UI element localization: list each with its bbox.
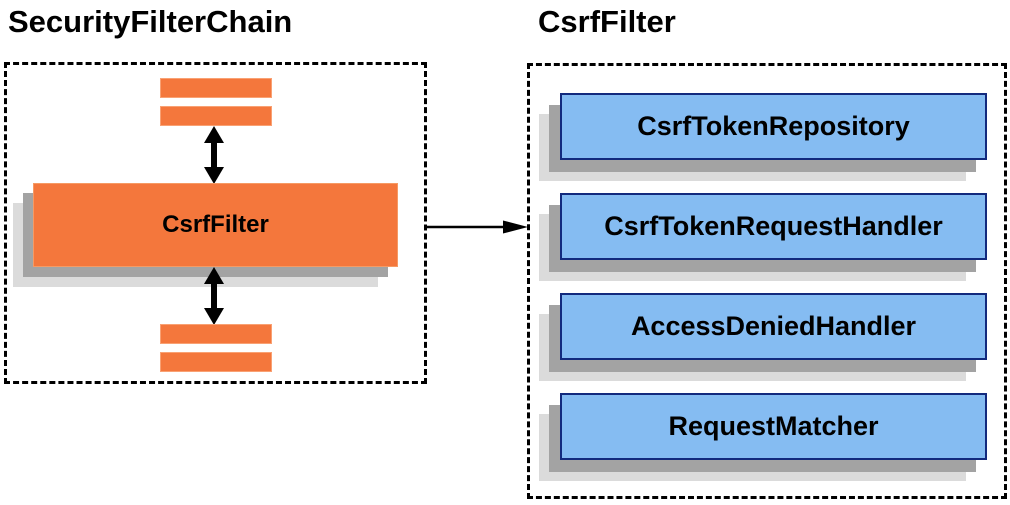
security-filter-chain-box: CsrfFilter <box>4 62 427 384</box>
csrf-filter-node: CsrfFilter <box>33 183 398 267</box>
arrow-right-icon <box>424 220 528 234</box>
bidirectional-arrow-bottom <box>196 267 232 325</box>
right-panel-title: CsrfFilter <box>538 4 676 39</box>
filter-placeholder-bar <box>160 324 272 344</box>
filter-placeholder-bar <box>160 106 272 126</box>
csrf-filter-node-label: CsrfFilter <box>162 211 269 238</box>
component-label: RequestMatcher <box>668 411 879 441</box>
double-arrow-icon <box>204 267 224 325</box>
filter-placeholder-bar <box>160 78 272 98</box>
component-box-csrf-token-repository: CsrfTokenRepository <box>560 93 987 160</box>
component-box-request-matcher: RequestMatcher <box>560 393 987 460</box>
left-panel-title: SecurityFilterChain <box>8 4 293 39</box>
component-label: CsrfTokenRequestHandler <box>604 211 943 241</box>
double-arrow-icon <box>204 126 224 184</box>
component-label: AccessDeniedHandler <box>630 311 917 341</box>
bidirectional-arrow-top <box>196 126 232 184</box>
csrf-filter-to-components-arrow <box>424 219 528 235</box>
component-box-csrf-token-request-handler: CsrfTokenRequestHandler <box>560 193 987 260</box>
filter-placeholder-bar <box>160 352 272 372</box>
csrf-filter-components-box: CsrfTokenRepository CsrfTokenRequestHand… <box>527 63 1007 499</box>
component-label: CsrfTokenRepository <box>637 111 910 141</box>
component-box-access-denied-handler: AccessDeniedHandler <box>560 293 987 360</box>
